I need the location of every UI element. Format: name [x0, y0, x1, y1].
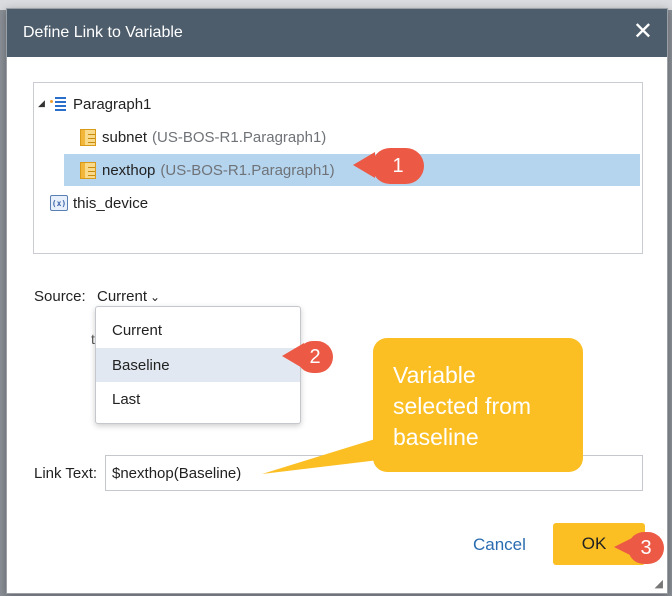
tree-node-label: nexthop [102, 161, 156, 179]
source-selected-value: Current [97, 288, 148, 305]
note-line: Variable [393, 362, 476, 388]
dialog-title: Define Link to Variable [23, 24, 183, 41]
tree-node-this-device[interactable]: (x) this_device [50, 187, 148, 219]
variable-tree: ◢ Paragraph1 subnet (US-BOS-R1.Paragraph… [33, 82, 643, 254]
link-text-label: Link Text: [34, 465, 98, 482]
source-label: Source: [34, 288, 86, 305]
tree-node-paragraph1[interactable]: ◢ Paragraph1 [38, 88, 151, 120]
close-icon[interactable]: ✕ [632, 17, 653, 45]
tree-node-label: subnet [102, 128, 148, 146]
tree-node-hint: (US-BOS-R1.Paragraph1) [152, 128, 327, 146]
paragraph-icon [50, 96, 68, 112]
annotation-note: Variable selected from baseline [373, 338, 583, 472]
tree-node-label: Paragraph1 [73, 95, 152, 113]
source-select[interactable]: Current ⌄ [97, 288, 160, 305]
note-line: selected from [393, 393, 532, 419]
dialog-titlebar: Define Link to Variable ✕ [7, 9, 667, 57]
source-option-baseline[interactable]: Baseline [96, 348, 300, 382]
callout-badge-1: 1 [372, 148, 424, 184]
expand-triangle-icon[interactable]: ◢ [38, 99, 45, 109]
variable-icon [80, 128, 96, 146]
callout-pointer [353, 152, 375, 178]
chevron-down-icon: ⌄ [150, 289, 161, 304]
source-option-current[interactable]: Current [112, 321, 163, 339]
variable-icon [80, 161, 96, 179]
source-dropdown-menu: Current Baseline Last [95, 306, 301, 424]
tree-node-nexthop[interactable]: nexthop (US-BOS-R1.Paragraph1) [64, 154, 640, 186]
callout-badge-2: 2 [297, 341, 333, 373]
define-link-dialog: Define Link to Variable ✕ ◢ Paragraph1 s… [6, 8, 668, 594]
note-line: baseline [393, 424, 479, 450]
source-option-last[interactable]: Last [112, 390, 141, 408]
cancel-button[interactable]: Cancel [473, 535, 526, 554]
background-window [0, 0, 672, 10]
obscured-label-fragment: t [91, 331, 95, 347]
device-variable-icon: (x) [50, 195, 68, 211]
tree-node-subnet[interactable]: subnet (US-BOS-R1.Paragraph1) [64, 121, 640, 153]
resize-grip-icon[interactable]: ◢ [654, 577, 663, 590]
tree-node-hint: (US-BOS-R1.Paragraph1) [160, 161, 335, 179]
tree-node-label: this_device [73, 194, 149, 212]
callout-badge-3: 3 [628, 532, 664, 564]
